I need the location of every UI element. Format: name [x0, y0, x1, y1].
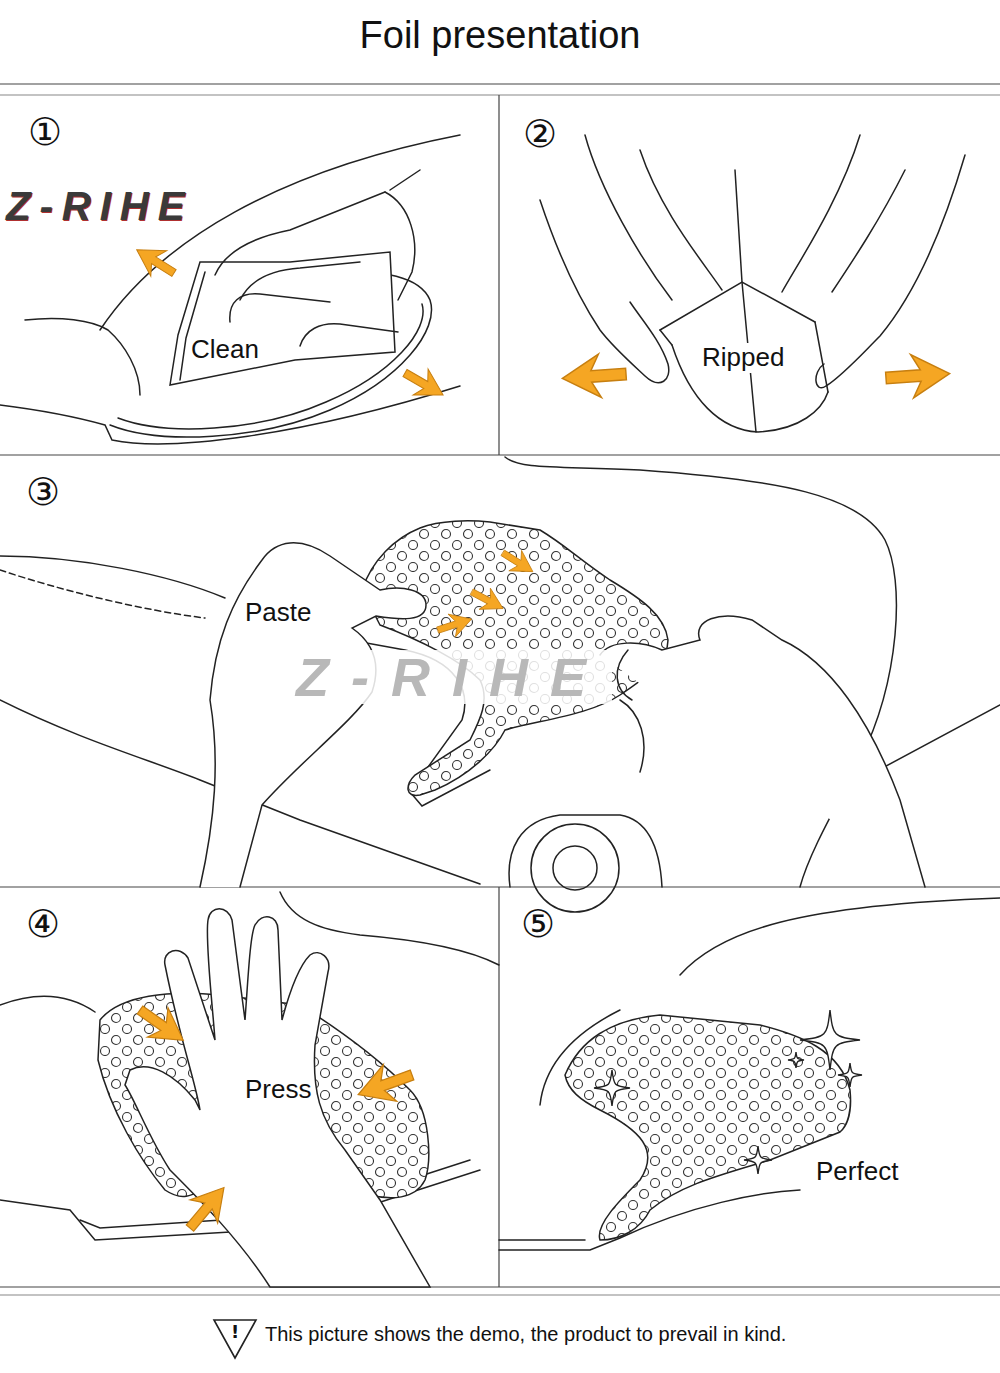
step-number: ① [28, 113, 62, 151]
press-illustration [0, 892, 499, 1287]
caption-note: This picture shows the demo, the product… [263, 1322, 788, 1346]
perfect-illustration [499, 898, 1000, 1250]
page-title: Foil presentation [0, 15, 1000, 57]
step-number: ④ [26, 905, 60, 943]
clean-illustration [0, 135, 460, 444]
step-panel: ① Clean [0, 95, 499, 455]
step-label: Ripped [699, 343, 787, 373]
rip-illustration [540, 135, 965, 432]
step-number: ③ [26, 473, 60, 511]
panel-frames [0, 84, 1000, 1295]
step-number: ⑤ [521, 905, 555, 943]
step-number: ② [523, 115, 557, 153]
brand-logo: Z-RIHE [6, 186, 193, 226]
paste-illustration [0, 457, 1000, 912]
step-label: Perfect [813, 1157, 901, 1187]
step-label: Paste [242, 598, 315, 628]
step-panel: ④ Press [0, 887, 499, 1287]
warning-mark: ! [231, 1323, 239, 1341]
step-label: Press [242, 1075, 314, 1105]
step-label: Clean [188, 335, 262, 365]
watermark: Z-RIHE [292, 650, 612, 704]
step-panel: ② Ripped [499, 95, 1000, 455]
warning-icon [214, 1320, 256, 1358]
step-panel: ⑤ Perfect [499, 887, 1000, 1287]
